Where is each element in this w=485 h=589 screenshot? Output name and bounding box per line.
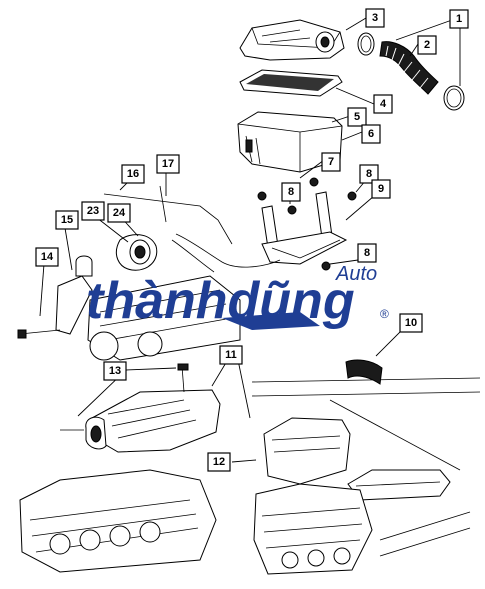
clamp-small: [357, 32, 375, 56]
mounting-bracket: [257, 177, 357, 271]
callout-10-label: 10: [405, 317, 417, 329]
callout-7: 7: [321, 152, 341, 172]
callout-8-a: 8: [359, 164, 379, 184]
callout-5: 5: [347, 107, 367, 127]
watermark-subtext: Auto: [335, 263, 377, 285]
callout-4: 4: [373, 94, 393, 114]
callout-8-b-label: 8: [288, 186, 294, 198]
air-cleaner-cover: [239, 19, 345, 61]
callout-1-label: 1: [456, 13, 462, 25]
callout-8-a-label: 8: [366, 168, 372, 180]
callout-8-c-label: 8: [364, 247, 370, 259]
callout-6-label: 6: [368, 128, 374, 140]
air-filter: [239, 69, 343, 97]
callout-2: 2: [417, 35, 437, 55]
callout-24-label: 24: [113, 207, 126, 219]
callout-16: 16: [121, 164, 145, 184]
callout-15: 15: [55, 210, 79, 230]
callout-3-label: 3: [372, 12, 378, 24]
callout-3: 3: [365, 8, 385, 28]
watermark-logo: thànhdũng Auto ®: [86, 263, 389, 330]
callout-23-label: 23: [87, 205, 99, 217]
callout-11-label: 11: [225, 349, 237, 361]
callout-9: 9: [371, 179, 391, 199]
callout-12-label: 12: [213, 456, 225, 468]
callout-17: 17: [156, 154, 180, 174]
callout-8-b: 8: [281, 182, 301, 202]
callout-23: 23: [81, 201, 105, 221]
callout-13-label: 13: [109, 365, 121, 377]
callout-14: 14: [35, 247, 59, 267]
watermark-swoosh: [222, 312, 320, 330]
callout-1: 1: [449, 9, 469, 29]
intake-hose: [379, 41, 439, 95]
callout-15-label: 15: [61, 214, 73, 226]
callout-5-label: 5: [354, 111, 360, 123]
callout-14-label: 14: [41, 251, 54, 263]
clamp-large: [443, 85, 465, 111]
engine-lower-left: [19, 363, 221, 573]
callout-6: 6: [361, 124, 381, 144]
callout-8-c: 8: [357, 243, 377, 263]
callout-12: 12: [207, 452, 231, 472]
callout-10: 10: [399, 313, 423, 333]
callout-24: 24: [107, 203, 131, 223]
callout-11: 11: [219, 345, 243, 365]
watermark-registered: ®: [380, 307, 389, 321]
watermark-text: thànhdũng: [86, 272, 355, 330]
air-cleaner-housing: [237, 111, 343, 173]
engine-upper-left: [17, 185, 281, 361]
callout-16-label: 16: [127, 168, 139, 180]
callout-13: 13: [103, 361, 127, 381]
callout-9-label: 9: [378, 183, 384, 195]
callout-4-label: 4: [380, 98, 387, 110]
engine-lower-right: [251, 359, 481, 575]
callout-17-label: 17: [162, 158, 174, 170]
callout-7-label: 7: [328, 156, 334, 168]
callout-2-label: 2: [424, 39, 430, 51]
